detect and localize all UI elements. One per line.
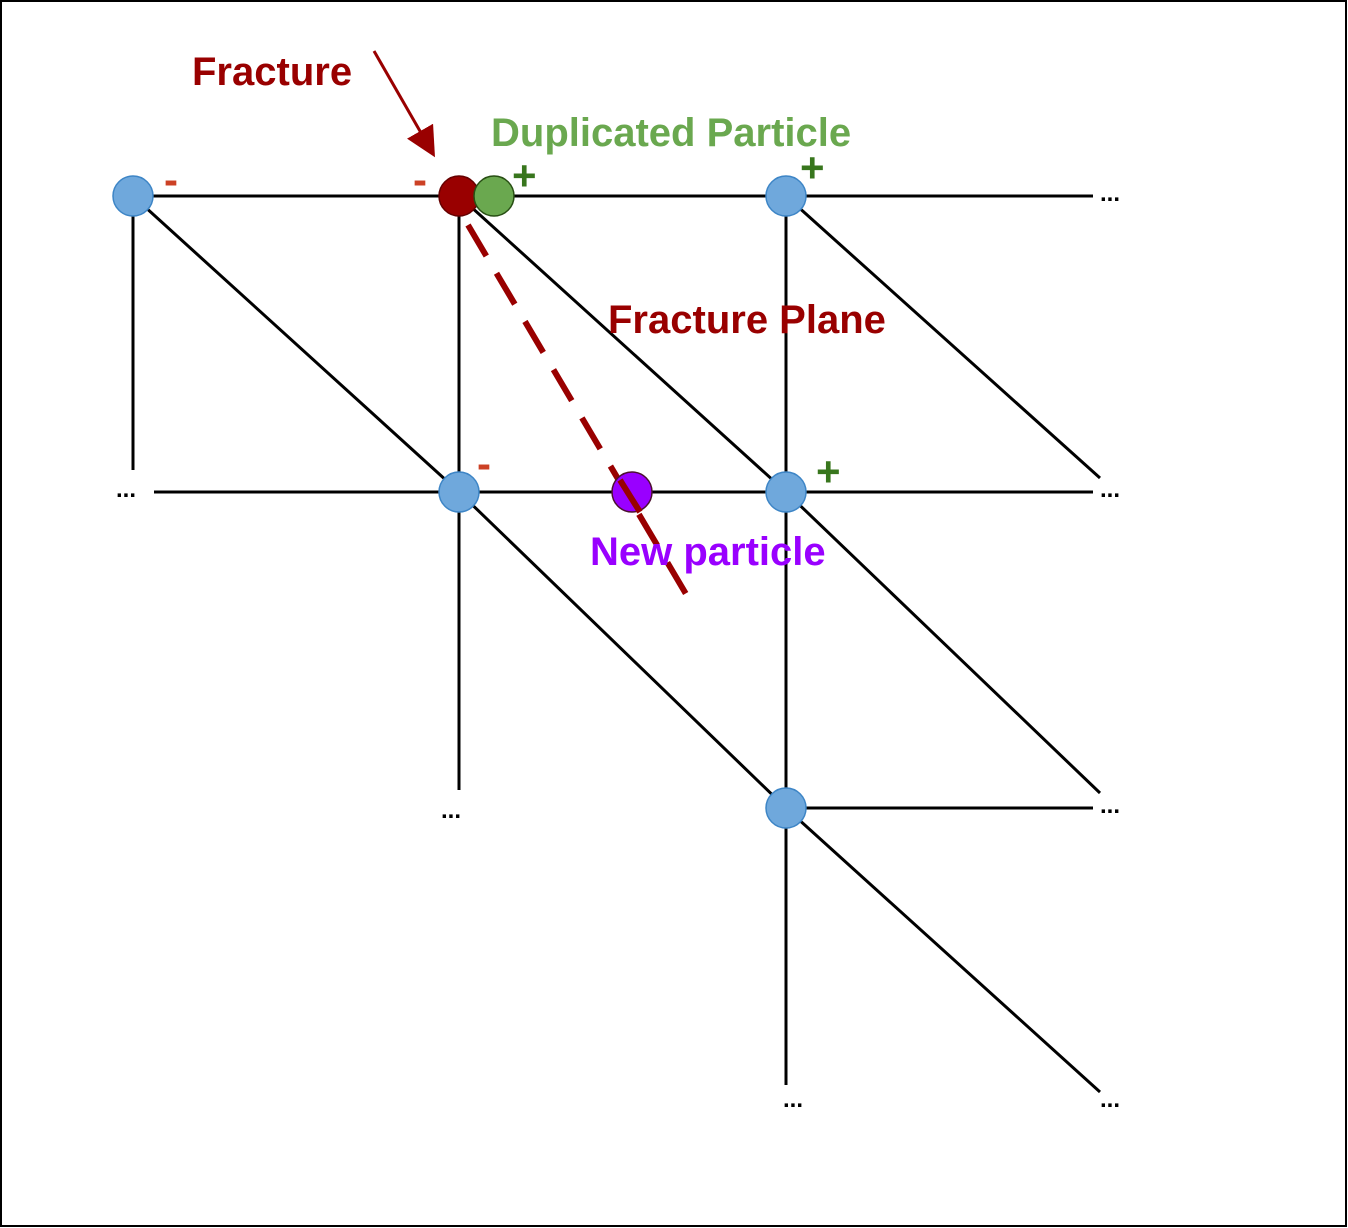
diagonal-edge bbox=[784, 806, 1102, 1094]
duplicated-particle bbox=[473, 175, 515, 217]
fractured-particle bbox=[438, 175, 480, 217]
plus-sign: + bbox=[512, 152, 537, 199]
fracture-arrow-icon bbox=[372, 50, 435, 158]
duplicated-particle-label: Duplicated Particle bbox=[491, 111, 851, 155]
lattice-node bbox=[765, 471, 807, 513]
new-particle-label: New particle bbox=[590, 530, 826, 574]
fracture-plane-label: Fracture Plane bbox=[608, 298, 886, 342]
lattice-node bbox=[765, 787, 807, 829]
continuation-ellipsis: ... bbox=[441, 797, 461, 824]
minus-sign: - bbox=[477, 440, 491, 487]
plus-sign: + bbox=[816, 448, 841, 495]
lattice-nodes bbox=[112, 175, 807, 829]
lattice-node bbox=[438, 471, 480, 513]
minus-sign: - bbox=[413, 156, 427, 203]
new-particle bbox=[611, 471, 653, 513]
diagonal-edge bbox=[784, 490, 1102, 795]
continuation-ellipsis: ... bbox=[1100, 1086, 1120, 1113]
fracture-plane-line bbox=[617, 478, 643, 514]
continuation-ellipsis: ... bbox=[1100, 792, 1120, 819]
fracture-label: Fracture bbox=[192, 50, 352, 94]
diagonal-edge bbox=[457, 194, 788, 494]
plus-sign: + bbox=[800, 144, 825, 191]
continuation-ellipsis: ... bbox=[1100, 476, 1120, 503]
minus-sign: - bbox=[164, 156, 178, 203]
continuation-ellipsis: ... bbox=[116, 476, 136, 503]
diagonal-edge bbox=[784, 194, 1102, 480]
fracture-plane-line bbox=[465, 223, 689, 596]
lattice-node bbox=[765, 175, 807, 217]
diagonal-edge bbox=[131, 194, 461, 494]
continuation-ellipsis: ... bbox=[1100, 180, 1120, 207]
diagonal-edge bbox=[457, 490, 788, 810]
continuation-ellipsis: ... bbox=[783, 1086, 803, 1113]
lattice-node bbox=[112, 175, 154, 217]
